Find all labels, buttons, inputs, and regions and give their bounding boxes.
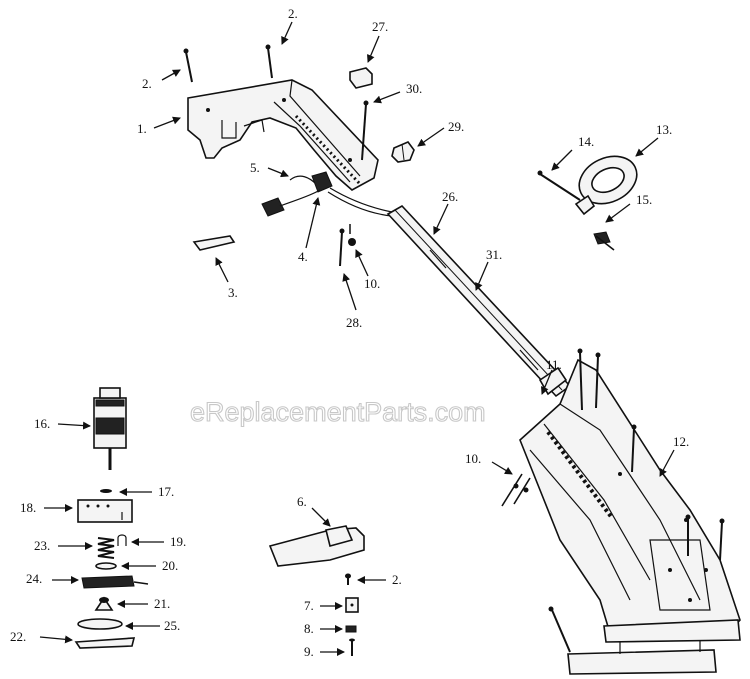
- callout-23: 23.: [34, 538, 50, 553]
- part-9-screw: [349, 638, 355, 656]
- callout-2-b: 2.: [288, 6, 298, 21]
- part-7-blade: [345, 597, 359, 613]
- callout-11: 11.: [546, 357, 562, 372]
- callout-29: 29.: [448, 119, 464, 134]
- callout-15: 15.: [636, 192, 652, 207]
- part-17-washer: [100, 489, 112, 493]
- callout-6: 6.: [297, 494, 307, 509]
- callout-14: 14.: [578, 134, 594, 149]
- part-16-motor: [93, 387, 127, 470]
- watermark-text: eReplacementParts.com: [190, 397, 486, 427]
- part-2-screw-guard: [345, 573, 351, 585]
- part-14-handle-screw: [537, 170, 581, 201]
- part-25-cap: [77, 618, 123, 630]
- callout-21: 21.: [154, 596, 170, 611]
- callout-31: 31.: [486, 247, 502, 262]
- callout-28: 28.: [346, 315, 362, 330]
- part-28-screws: [339, 224, 356, 267]
- part-13-aux-handle: [574, 155, 638, 216]
- part-23-spring: [97, 537, 115, 559]
- callout-18: 18.: [20, 500, 36, 515]
- callout-16: 16.: [34, 416, 50, 431]
- callout-4: 4.: [298, 249, 308, 264]
- part-21-hub: [94, 596, 114, 611]
- callout-9: 9.: [304, 644, 314, 659]
- callout-26: 26.: [442, 189, 458, 204]
- part-30-screw: [361, 100, 369, 161]
- callout-arrows: [39, 21, 675, 656]
- part-10-nuts-lower: [501, 473, 531, 507]
- callout-3: 3.: [228, 285, 238, 300]
- callout-2-a: 2.: [142, 76, 152, 91]
- callout-27: 27.: [372, 19, 388, 34]
- part-6-guard: [268, 525, 365, 567]
- callout-19: 19.: [170, 534, 186, 549]
- part-18-spool-housing: [77, 499, 133, 523]
- part-8-spacer: [345, 625, 357, 633]
- part-29-clip: [391, 141, 415, 163]
- part-19-clip: [117, 534, 127, 546]
- part-12-motor-housing: [519, 358, 741, 675]
- part-15-handle-knob: [593, 231, 615, 251]
- callout-8: 8.: [304, 621, 314, 636]
- part-27-switch-button: [349, 67, 373, 89]
- callout-24: 24.: [26, 571, 42, 586]
- callout-30: 30.: [406, 81, 422, 96]
- callout-10-b: 10.: [465, 451, 481, 466]
- part-24-spool: [81, 575, 149, 589]
- part-5-switch-wiring: [261, 171, 393, 217]
- callout-25: 25.: [164, 618, 180, 633]
- callout-2-c: 2.: [392, 572, 402, 587]
- part-31-shaft: [386, 204, 572, 398]
- part-20-washer: [95, 562, 117, 570]
- callout-20: 20.: [162, 558, 178, 573]
- part-2-screws-top: [183, 44, 273, 83]
- callout-10-a: 10.: [364, 276, 380, 291]
- callout-12: 12.: [673, 434, 689, 449]
- part-1-handle-housing: [187, 79, 379, 191]
- callout-5: 5.: [250, 160, 260, 175]
- callout-1: 1.: [137, 121, 147, 136]
- callout-13: 13.: [656, 122, 672, 137]
- callout-17: 17.: [158, 484, 174, 499]
- callout-22: 22.: [10, 629, 26, 644]
- part-3-bracket: [192, 235, 236, 251]
- callout-7: 7.: [304, 598, 314, 613]
- part-22-cover: [74, 637, 136, 649]
- part-2-screws-housing: [548, 348, 725, 653]
